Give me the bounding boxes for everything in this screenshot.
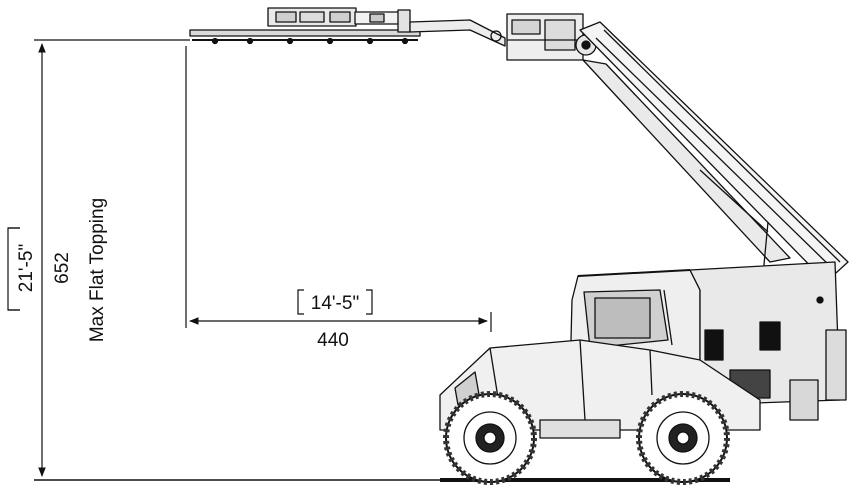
engine-compartment bbox=[689, 261, 847, 421]
telescopic-boom bbox=[579, 21, 849, 287]
rear-wheel bbox=[636, 391, 730, 485]
horizontal-dimension-bracket bbox=[297, 289, 373, 315]
front-wheel bbox=[443, 391, 537, 485]
vertical-dimension-metric: 652 bbox=[52, 252, 73, 284]
cutter-head bbox=[189, 7, 506, 47]
vertical-dimension-bracket-close bbox=[8, 227, 20, 311]
vertical-dimension-imperial: 21'-5" bbox=[16, 244, 37, 292]
horizontal-dimension-metric: 440 bbox=[317, 330, 349, 351]
vertical-dimension-caption: Max Flat Topping bbox=[87, 198, 108, 342]
horizontal-dimension: 14'-5" 440 bbox=[185, 46, 492, 351]
boom-pivot-housing bbox=[506, 13, 597, 61]
horizontal-dimension-imperial: 14'-5" bbox=[311, 293, 359, 314]
tree-trimmer-machine bbox=[189, 7, 849, 485]
